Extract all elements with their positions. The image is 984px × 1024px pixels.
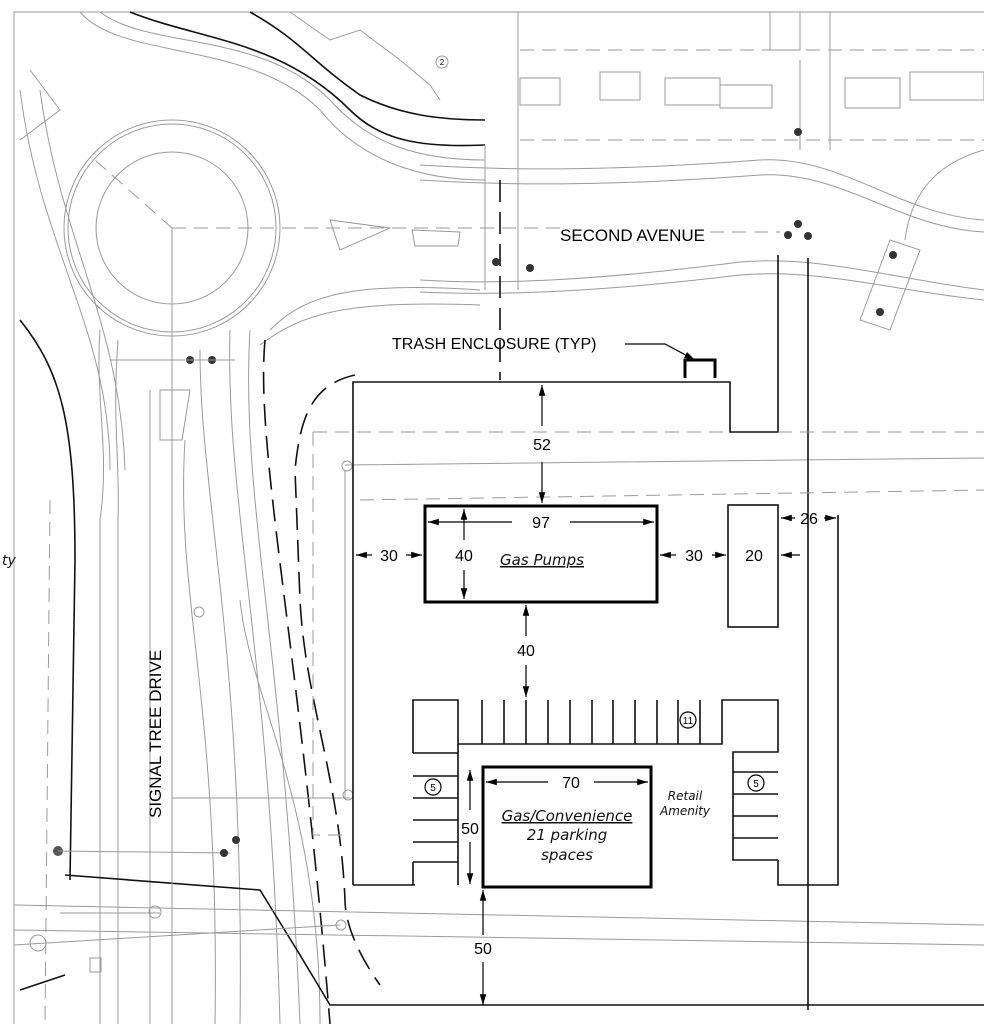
retail-label-2: Amenity — [659, 804, 711, 818]
dim-pumps-depth: 40 — [455, 548, 473, 565]
svg-text:2: 2 — [440, 58, 445, 67]
parking-count-left: 5 — [424, 778, 442, 796]
edge-text-fragment: ty — [2, 553, 16, 569]
convenience-parking-line2: spaces — [541, 846, 593, 864]
convenience-title: Gas/Convenience — [502, 807, 633, 825]
retail-label-1: Retail — [668, 789, 703, 803]
gas-pumps-canopy — [423, 504, 659, 604]
dim-setback-top: 52 — [533, 437, 551, 454]
svg-text:11: 11 — [683, 716, 694, 727]
parking-layout — [412, 699, 779, 885]
dim-pumps-to-parking: 40 — [517, 643, 535, 660]
dimension-lines — [356, 385, 836, 1005]
sheet-frame — [13, 11, 984, 1024]
lot-tag: 2 — [435, 55, 449, 69]
dim-kiosk-width: 20 — [745, 548, 763, 565]
convenience-store — [481, 765, 653, 889]
second-avenue-road — [129, 11, 984, 380]
signal-tree-drive-label: SIGNAL TREE DRIVE — [146, 650, 165, 818]
dim-store-width: 70 — [562, 775, 580, 792]
trash-enclosure — [683, 358, 717, 378]
dim-right-aisle: 26 — [800, 511, 818, 528]
gas-pumps-label: Gas Pumps — [500, 551, 584, 569]
trash-enclosure-label: TRASH ENCLOSURE (TYP) — [392, 336, 596, 353]
dim-left-setback: 30 — [380, 548, 398, 565]
dim-pumps-width: 97 — [532, 515, 550, 532]
convenience-parking-line1: 21 parking — [527, 826, 608, 844]
dim-front-setback: 50 — [474, 941, 492, 958]
kiosk — [727, 504, 779, 628]
dim-pumps-to-kiosk: 30 — [685, 548, 703, 565]
dim-store-depth: 50 — [461, 821, 479, 838]
svg-text:5: 5 — [753, 779, 759, 790]
signal-tree-drive-road — [13, 329, 984, 1024]
site-boundary — [294, 255, 984, 1010]
svg-text:5: 5 — [430, 783, 436, 794]
parking-count-right: 5 — [747, 774, 765, 792]
second-avenue-label: SECOND AVENUE — [560, 226, 705, 245]
parking-count-top: 11 — [679, 711, 697, 729]
